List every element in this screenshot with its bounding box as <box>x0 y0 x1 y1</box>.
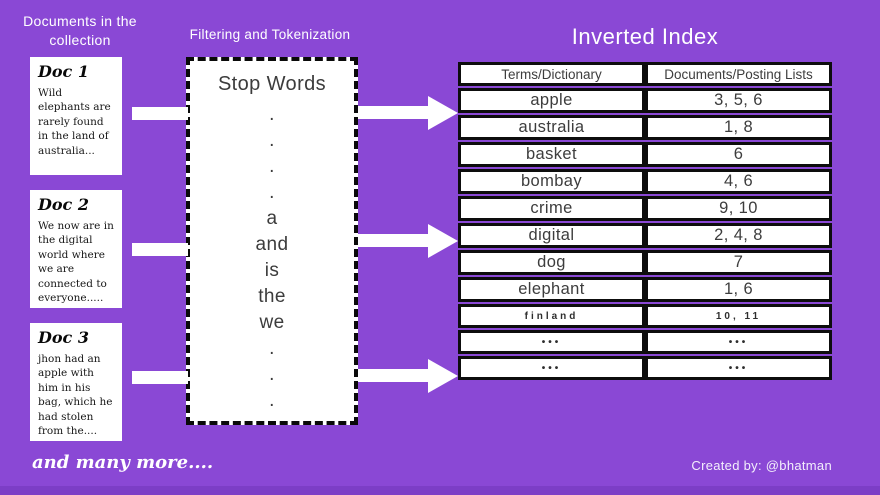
term-cell: digital <box>458 223 645 248</box>
table-row: basket 6 <box>458 142 832 167</box>
term-cell: apple <box>458 88 645 113</box>
stopword-item: is <box>264 260 280 281</box>
documents-section-heading: Documents in the collection <box>23 13 137 48</box>
postings-cell: 1, 6 <box>645 277 832 302</box>
stopwords-title: Stop Words <box>217 73 327 95</box>
term-cell: dog <box>458 250 645 275</box>
stopword-item: we <box>259 312 285 333</box>
term-cell: elephant <box>458 277 645 302</box>
filter-to-index-arrow-2 <box>358 234 428 247</box>
document-list: Doc 1 Wild elephants are rarely found in… <box>30 57 122 441</box>
postings-cell: 6 <box>645 142 832 167</box>
postings-cell: 9, 10 <box>645 196 832 221</box>
postings-cell: 2, 4, 8 <box>645 223 832 248</box>
column-header-terms: Terms/Dictionary <box>458 62 645 86</box>
table-row: ••• ••• <box>458 356 832 380</box>
filtering-section-heading: Filtering and Tokenization <box>189 27 351 42</box>
postings-cell: ••• <box>645 330 832 354</box>
doc1-to-filter-arrow <box>132 107 188 120</box>
table-row: apple 3, 5, 6 <box>458 88 832 113</box>
term-cell: basket <box>458 142 645 167</box>
term-cell: finland <box>458 304 645 328</box>
term-cell: ••• <box>458 356 645 380</box>
postings-cell: 10, 11 <box>645 304 832 328</box>
stopwords-list: . . . . a and is the we . . . <box>256 102 289 414</box>
document-body: jhon had an apple with him in his bag, w… <box>38 353 113 438</box>
stopword-item: . <box>269 182 275 203</box>
header-row: Terms/Dictionary Documents/Posting Lists <box>458 62 832 86</box>
column-header-postings: Documents/Posting Lists <box>645 62 832 86</box>
table-row: digital 2, 4, 8 <box>458 223 832 248</box>
table-row: bombay 4, 6 <box>458 169 832 194</box>
table-row: finland 10, 11 <box>458 304 832 328</box>
term-cell: ••• <box>458 330 645 354</box>
document-card: Doc 1 Wild elephants are rarely found in… <box>30 57 122 175</box>
inverted-index-table: Terms/Dictionary Documents/Posting Lists… <box>458 60 832 382</box>
table-row: australia 1, 8 <box>458 115 832 140</box>
table-body: apple 3, 5, 6 australia 1, 8 basket 6 bo… <box>458 88 832 380</box>
stopword-item: . <box>269 364 275 385</box>
table-row: ••• ••• <box>458 330 832 354</box>
stopword-item: a <box>266 208 278 229</box>
term-cell: australia <box>458 115 645 140</box>
table-row: dog 7 <box>458 250 832 275</box>
postings-cell: 3, 5, 6 <box>645 88 832 113</box>
table-header: Terms/Dictionary Documents/Posting Lists <box>458 62 832 86</box>
stopword-item: and <box>255 234 289 255</box>
stopwords-box: Stop Words . . . . a and is the we . <box>186 57 358 425</box>
stopword-item: . <box>269 338 275 359</box>
document-title: Doc 2 <box>38 195 89 214</box>
table-row: elephant 1, 6 <box>458 277 832 302</box>
document-card: Doc 2 We now are in the digital world wh… <box>30 190 122 308</box>
postings-cell: 4, 6 <box>645 169 832 194</box>
stopword-item: . <box>269 390 275 411</box>
footer-bar <box>0 486 880 495</box>
postings-cell: 1, 8 <box>645 115 832 140</box>
filter-to-index-arrow-3 <box>358 369 428 382</box>
document-body: We now are in the digital world where we… <box>38 220 114 305</box>
inverted-index-heading: Inverted Index <box>571 24 719 49</box>
document-body: Wild elephants are rarely found in the l… <box>38 87 111 157</box>
document-title: Doc 3 <box>38 328 89 347</box>
term-cell: crime <box>458 196 645 221</box>
stopword-item: . <box>269 130 275 151</box>
postings-cell: 7 <box>645 250 832 275</box>
document-card: Doc 3 jhon had an apple with him in his … <box>30 323 122 441</box>
postings-cell: ••• <box>645 356 832 380</box>
term-cell: bombay <box>458 169 645 194</box>
credit-text: Created by: @bhatman <box>691 458 832 473</box>
document-title: Doc 1 <box>38 62 89 81</box>
filter-to-index-arrow-1 <box>358 106 428 119</box>
many-more-note: and many more.... <box>32 452 214 473</box>
doc2-to-filter-arrow <box>132 243 188 256</box>
stopword-item: the <box>258 286 286 307</box>
stopword-item: . <box>269 104 275 125</box>
stopword-item: . <box>269 156 275 177</box>
doc3-to-filter-arrow <box>132 371 188 384</box>
table-row: crime 9, 10 <box>458 196 832 221</box>
